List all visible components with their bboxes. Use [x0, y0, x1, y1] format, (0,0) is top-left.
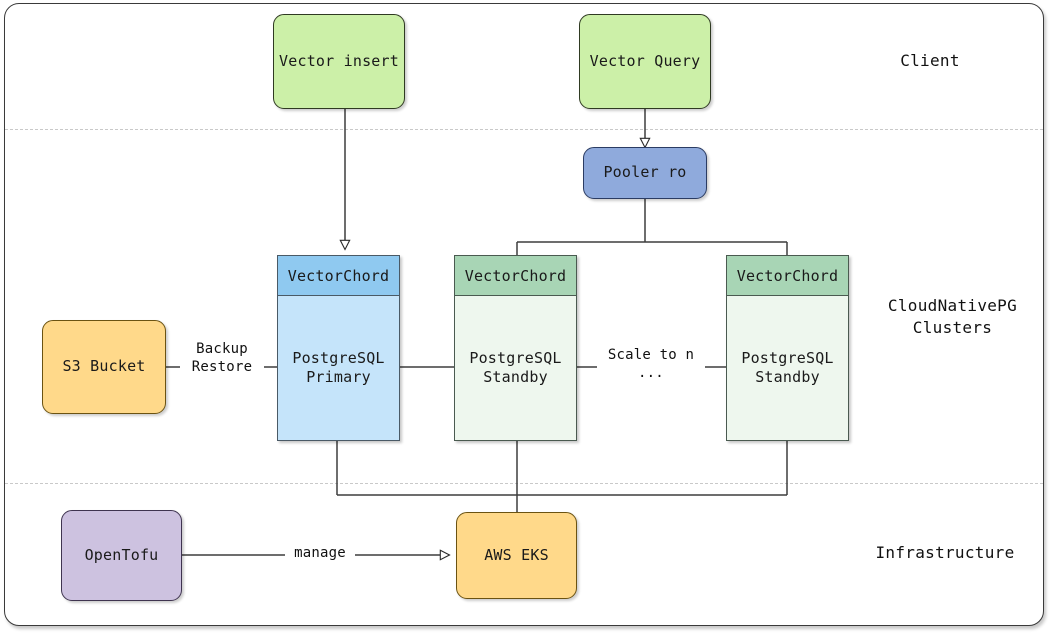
standby-2-vectorchord-header: VectorChord: [727, 256, 848, 296]
node-vector-insert[interactable]: Vector insert: [273, 14, 405, 109]
edge-label-manage: manage: [285, 545, 355, 563]
lane-divider-clusters-infrastructure: [5, 483, 1043, 484]
standby-1-role-label: PostgreSQL Standby: [455, 296, 576, 440]
node-postgresql-primary[interactable]: VectorChord PostgreSQL Primary: [277, 255, 400, 441]
node-opentofu[interactable]: OpenTofu: [61, 510, 182, 601]
node-pooler-ro[interactable]: Pooler ro: [583, 147, 707, 199]
primary-role-label: PostgreSQL Primary: [278, 296, 399, 440]
standby-1-vectorchord-header: VectorChord: [455, 256, 576, 296]
standby-2-role-label: PostgreSQL Standby: [727, 296, 848, 440]
lane-title-client: Client: [900, 51, 960, 70]
node-aws-eks[interactable]: AWS EKS: [456, 512, 577, 599]
lane-title-clusters: CloudNativePG Clusters: [887, 296, 1018, 337]
node-postgresql-standby-1[interactable]: VectorChord PostgreSQL Standby: [454, 255, 577, 441]
node-postgresql-standby-2[interactable]: VectorChord PostgreSQL Standby: [726, 255, 849, 441]
edge-label-scale-to-n: Scale to n ...: [597, 347, 705, 382]
node-s3-bucket[interactable]: S3 Bucket: [42, 320, 166, 414]
primary-vectorchord-header: VectorChord: [278, 256, 399, 296]
edge-label-backup-restore: Backup Restore: [180, 341, 264, 376]
lane-divider-client-clusters: [5, 129, 1043, 130]
lane-title-infrastructure: Infrastructure: [875, 543, 1015, 562]
node-vector-query[interactable]: Vector Query: [579, 14, 711, 109]
